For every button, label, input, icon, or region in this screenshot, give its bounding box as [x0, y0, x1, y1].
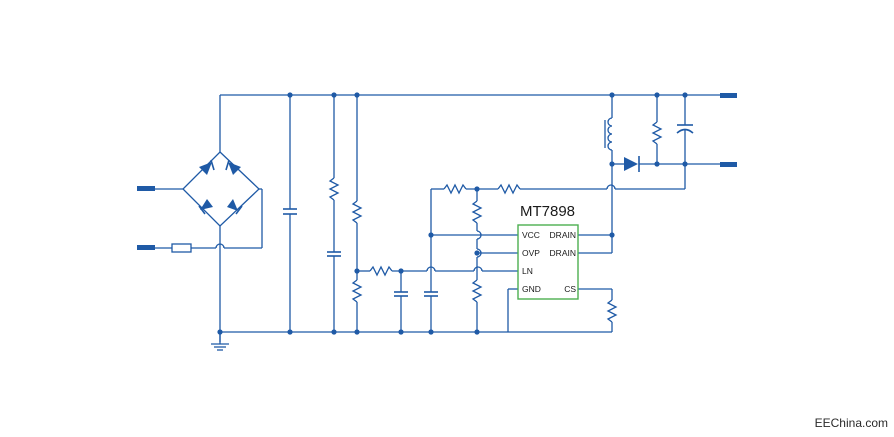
resistor-r6: [497, 183, 521, 195]
resistor-r8: [471, 279, 483, 303]
pin-gnd-label: GND: [522, 284, 541, 294]
led-output-terminal-negative: [720, 162, 737, 167]
ic-part-number: MT7898: [520, 203, 575, 220]
fuse: [171, 243, 192, 253]
resistor-r2: [351, 200, 363, 224]
bridge-rectifier: [182, 151, 260, 227]
output-resistor: [651, 121, 663, 145]
inductor: [607, 117, 613, 151]
resistor-r1: [328, 177, 340, 201]
pin-ovp-label: OVP: [522, 248, 540, 258]
pin-ln-label: LN: [522, 266, 533, 276]
ac-input-terminal-1: [137, 186, 155, 191]
pin-drain-label-1: DRAIN: [550, 230, 576, 240]
resistor-r3: [351, 279, 363, 303]
pin-cs-label: CS: [564, 284, 576, 294]
resistor-r5: [443, 183, 467, 195]
ic-mt7898: MT7898 VCC OVP LN GND DRAIN DRAIN CS: [517, 203, 579, 300]
junction-dots: [217, 92, 688, 335]
ground-icon: [211, 332, 229, 351]
watermark: EEChina.com: [815, 416, 888, 430]
sense-resistor: [606, 299, 618, 323]
output-diode: [624, 157, 638, 171]
resistor-r7: [471, 200, 483, 224]
resistor-r4: [369, 265, 393, 277]
ac-input-terminal-2: [137, 245, 155, 250]
led-output-terminal-positive: [720, 93, 737, 98]
pin-vcc-label: VCC: [522, 230, 540, 240]
pin-drain-label-2: DRAIN: [550, 248, 576, 258]
